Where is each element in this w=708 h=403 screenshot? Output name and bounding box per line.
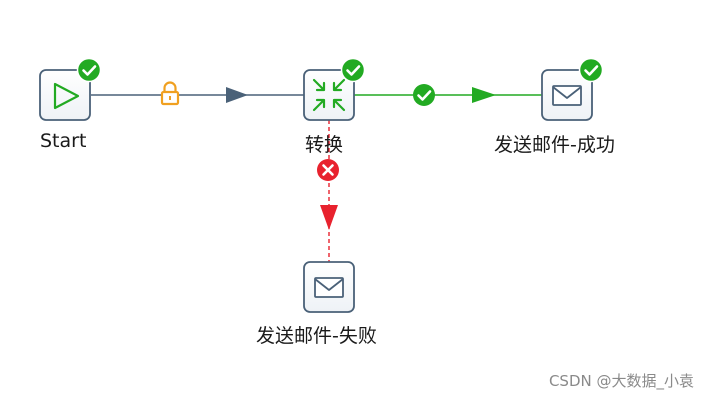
mail-icon <box>314 277 344 298</box>
play-icon <box>53 82 80 110</box>
node-mail-success-label: 发送邮件-成功 <box>494 134 615 156</box>
mail-icon <box>552 85 582 106</box>
node-start[interactable] <box>39 57 102 121</box>
success-badge-icon <box>340 57 366 83</box>
transform-icon <box>312 78 346 112</box>
success-badge-icon <box>578 57 604 83</box>
node-mail-fail[interactable] <box>303 261 355 313</box>
edge-start-to-transform[interactable] <box>91 81 304 106</box>
edge-transform-to-mail-fail[interactable] <box>317 120 339 262</box>
lock-icon <box>160 81 180 106</box>
success-badge-icon <box>76 57 102 83</box>
node-transform[interactable] <box>303 57 366 121</box>
node-mail-fail-label: 发送邮件-失败 <box>256 325 377 347</box>
node-start-label: Start <box>40 130 87 152</box>
node-transform-label: 转换 <box>305 134 344 156</box>
check-icon <box>413 84 435 106</box>
error-icon <box>317 159 339 181</box>
node-mail-success[interactable] <box>541 57 604 121</box>
edge-transform-to-mail-success[interactable] <box>354 84 542 106</box>
watermark: CSDN @大数据_小袁 <box>548 372 694 390</box>
